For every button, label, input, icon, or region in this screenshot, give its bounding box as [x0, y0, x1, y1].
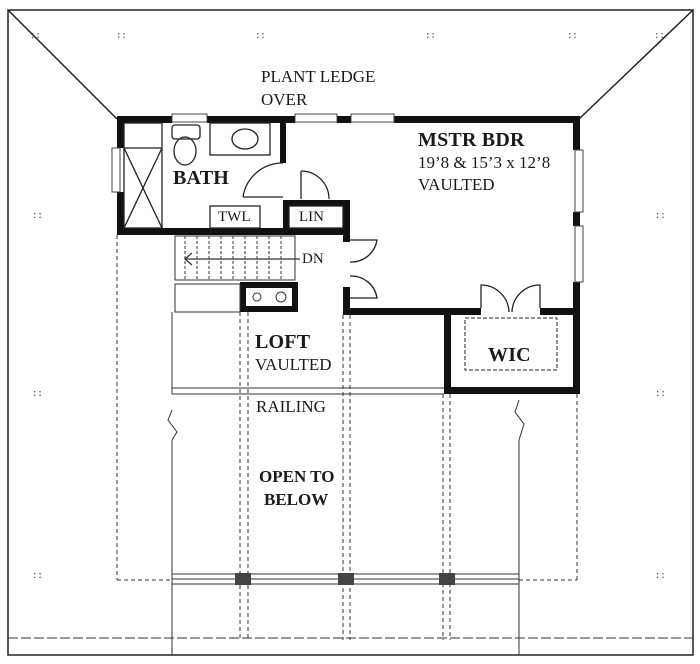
svg-text:::: :: — [567, 31, 578, 41]
plant-ledge-over-label: OVER — [261, 90, 308, 109]
bath-fixtures — [123, 122, 344, 229]
stairs-down-label: DN — [302, 251, 324, 267]
svg-text:::: :: — [655, 211, 666, 221]
svg-text:::: :: — [30, 31, 41, 41]
master-bedroom-dimensions: 19’8 & 15’3 x 12’8 — [418, 153, 551, 172]
svg-text:::: :: — [255, 31, 266, 41]
open-to-below-label-2: BELOW — [264, 490, 329, 509]
master-bedroom-label: MSTR BDR — [418, 129, 525, 151]
bath-room-label: BATH — [173, 167, 229, 189]
plant-ledge-label: PLANT LEDGE — [261, 67, 376, 86]
master-bedroom-ceiling: VAULTED — [418, 175, 495, 194]
walls — [117, 116, 580, 394]
svg-text:::: :: — [655, 571, 666, 581]
roof-outline — [7, 9, 694, 656]
linen-label: LIN — [299, 209, 324, 225]
doors — [349, 239, 558, 371]
stairs — [174, 235, 300, 313]
svg-text:::: :: — [654, 31, 665, 41]
svg-text:::: :: — [116, 31, 127, 41]
beam-posts — [235, 573, 455, 585]
towel-label: TWL — [218, 209, 251, 225]
post-markers: :::::: :::::: :::: :::: :::: — [30, 31, 666, 581]
walk-in-closet-label: WIC — [488, 344, 531, 366]
svg-text:::: :: — [32, 211, 43, 221]
svg-text:::: :: — [32, 389, 43, 399]
svg-text:::: :: — [32, 571, 43, 581]
railing-label: RAILING — [256, 397, 326, 416]
svg-text:::: :: — [655, 389, 666, 399]
open-to-below-label: OPEN TO — [259, 467, 335, 486]
loft-ceiling: VAULTED — [255, 355, 332, 374]
loft-label: LOFT — [255, 331, 311, 353]
svg-text:::: :: — [425, 31, 436, 41]
windows — [111, 113, 584, 283]
